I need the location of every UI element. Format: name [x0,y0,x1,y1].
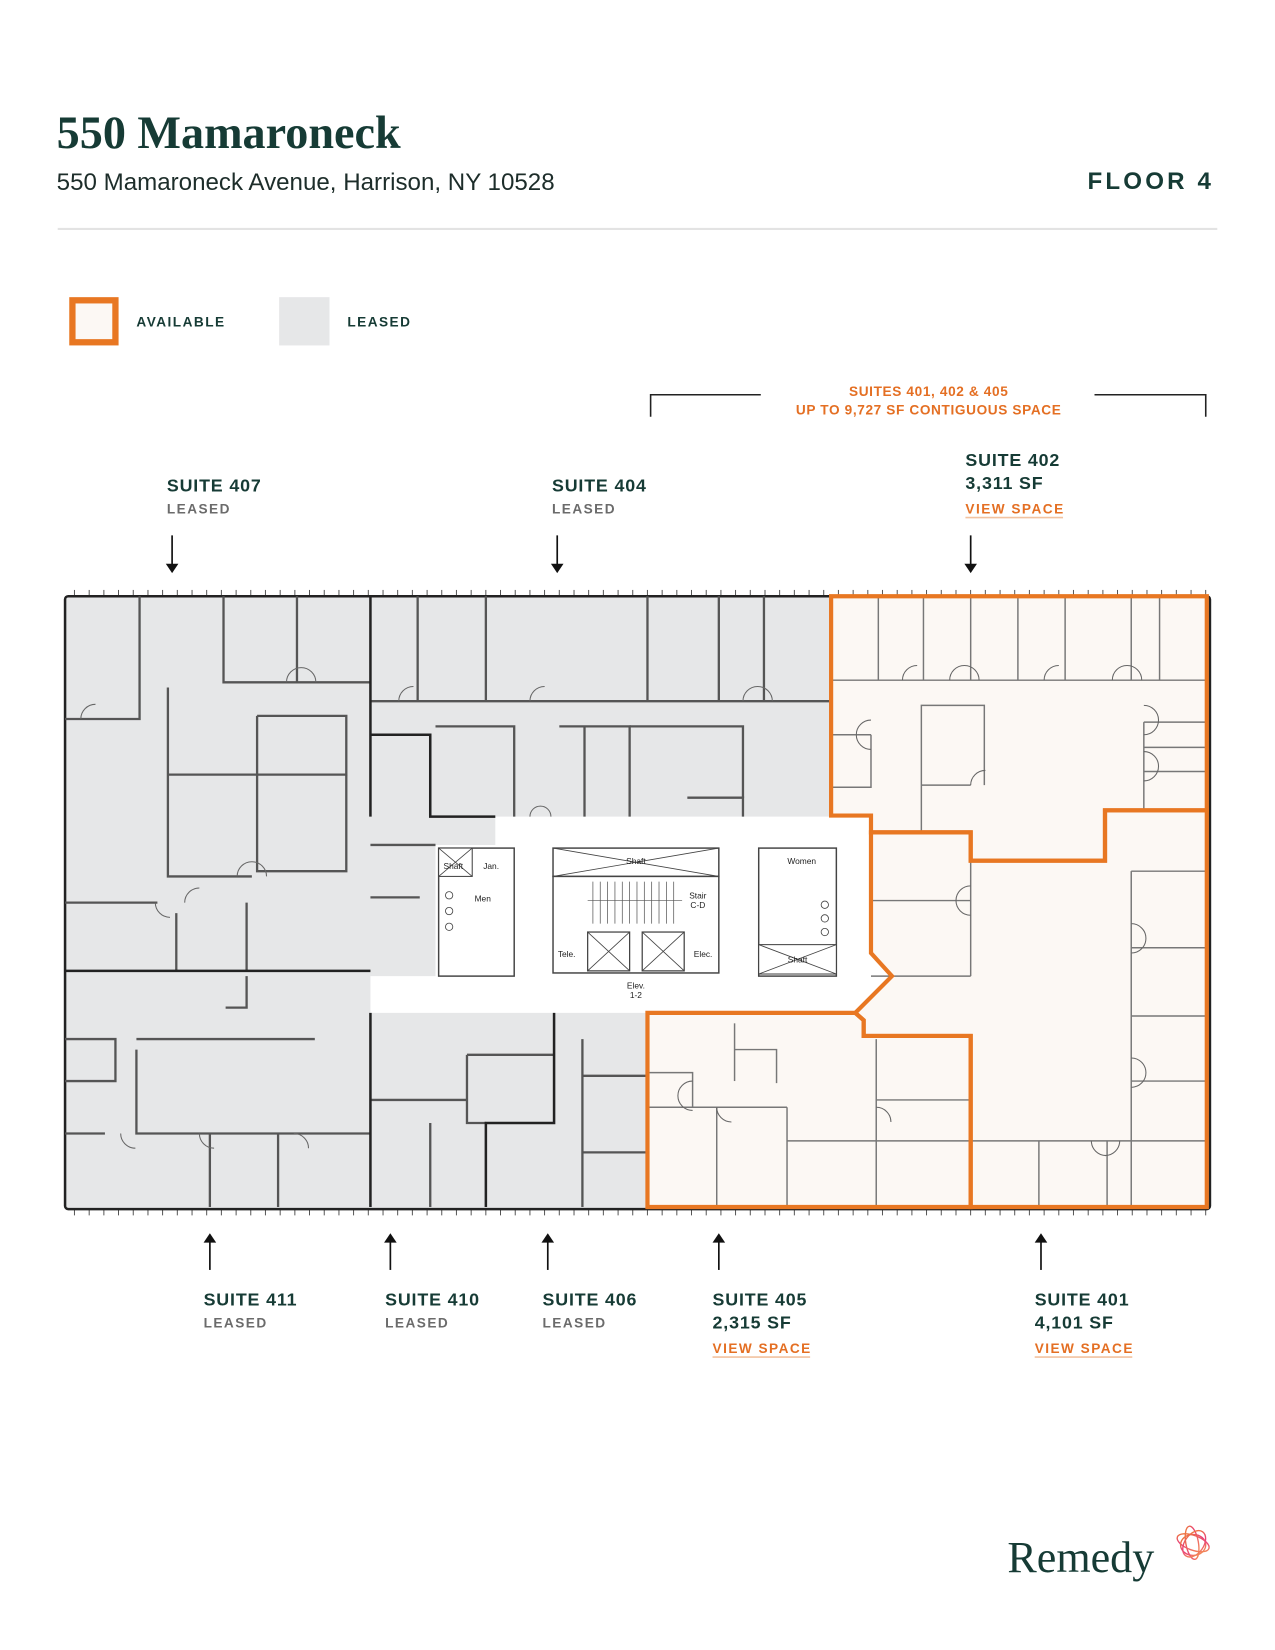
suite-405-name: SUITE 405 [713,1290,808,1310]
legend-available-label: AVAILABLE [136,315,225,330]
address: 550 Mamaroneck Avenue, Harrison, NY 1052… [57,169,555,196]
available-walls [647,596,1207,1207]
logo-wordmark: Remedy [1007,1533,1154,1582]
core-shaft-label: Shaft [626,856,646,866]
suite-411-status: LEASED [204,1316,268,1331]
suite-405-label: SUITE 405 2,315 SF VIEW SPACE [713,1290,812,1358]
elec-label: Elec. [694,949,713,959]
callout-line-1: SUITES 401, 402 & 405 [849,384,1008,399]
suite-407-name: SUITE 407 [167,475,262,495]
suite-401-name: SUITE 401 [1035,1290,1130,1310]
women-shaft-label: Shaft [788,954,808,964]
suite-402-area[interactable] [831,596,1207,861]
suite-410-status: LEASED [385,1316,449,1331]
legend-leased-label: LEASED [347,315,411,330]
suite-405-area[interactable] [647,1012,971,1207]
suite-405-size: 2,315 SF [713,1313,792,1333]
door-swings [80,664,1159,1157]
suite-401-view-space-link[interactable]: VIEW SPACE [1035,1341,1134,1356]
callout-bracket-right [1094,393,1207,417]
callout-bracket-left [649,393,761,417]
women-restroom-label: Women [787,856,816,866]
men-shaft-label: Shaft [444,861,464,871]
building-core: Shaft Stair C-D Tele. Elec. Elev. 1-2 Sh… [437,847,838,1000]
logo-flower-icon [1176,1525,1210,1561]
legend-leased-swatch [279,297,330,346]
janitor-label: Jan. [483,861,499,871]
suite-404-status: LEASED [552,501,616,516]
suite-411-label: SUITE 411 LEASED [204,1290,298,1331]
callout-line-2: UP TO 9,727 SF CONTIGUOUS SPACE [796,403,1062,418]
men-restroom-label: Men [475,894,492,904]
page-title: 550 Mamaroneck [57,107,401,158]
suite-406-label: SUITE 406 LEASED [543,1290,638,1331]
suite-402-label: SUITE 402 3,311 SF VIEW SPACE [965,450,1064,519]
suite-405-outline [645,1010,973,1210]
suite-405-view-space-link[interactable]: VIEW SPACE [713,1341,812,1356]
elevator-label-1: Elev. [627,981,645,991]
stair-label-2: C-D [690,900,705,910]
down-arrowheads [165,563,977,574]
suite-406-status: LEASED [543,1316,607,1331]
elevator-label-2: 1-2 [630,990,642,1000]
tele-label: Tele. [558,949,576,959]
suite-demising-walls [65,596,556,1207]
available-outlines [645,594,1209,1210]
floor-plan: Shaft Stair C-D Tele. Elec. Elev. 1-2 Sh… [63,589,1212,1216]
suite-410-label: SUITE 410 LEASED [385,1290,480,1331]
up-arrows [209,1240,1042,1270]
suite-407-label: SUITE 407 LEASED [167,475,262,516]
legend-available-swatch [69,297,119,346]
suite-404-name: SUITE 404 [552,475,647,495]
suite-402-size: 3,311 SF [965,473,1043,493]
suite-404-label: SUITE 404 LEASED [552,475,647,516]
suite-401-size: 4,101 SF [1035,1313,1114,1333]
suite-407-status: LEASED [167,501,231,516]
remedy-logo: Remedy [1007,1525,1210,1582]
down-arrows [171,535,972,567]
suite-410-name: SUITE 410 [385,1290,480,1310]
suite-402-name: SUITE 402 [965,450,1060,470]
suite-406-name: SUITE 406 [543,1290,638,1310]
up-arrowheads [203,1233,1048,1243]
suite-411-name: SUITE 411 [204,1290,298,1310]
suite-401-label: SUITE 401 4,101 SF VIEW SPACE [1035,1290,1134,1358]
floor-label: FLOOR 4 [1088,168,1215,195]
stair-label-1: Stair [689,890,706,900]
suite-402-view-space-link[interactable]: VIEW SPACE [965,501,1064,516]
suite-401-area[interactable] [855,810,1207,1207]
leased-walls [65,596,832,1207]
